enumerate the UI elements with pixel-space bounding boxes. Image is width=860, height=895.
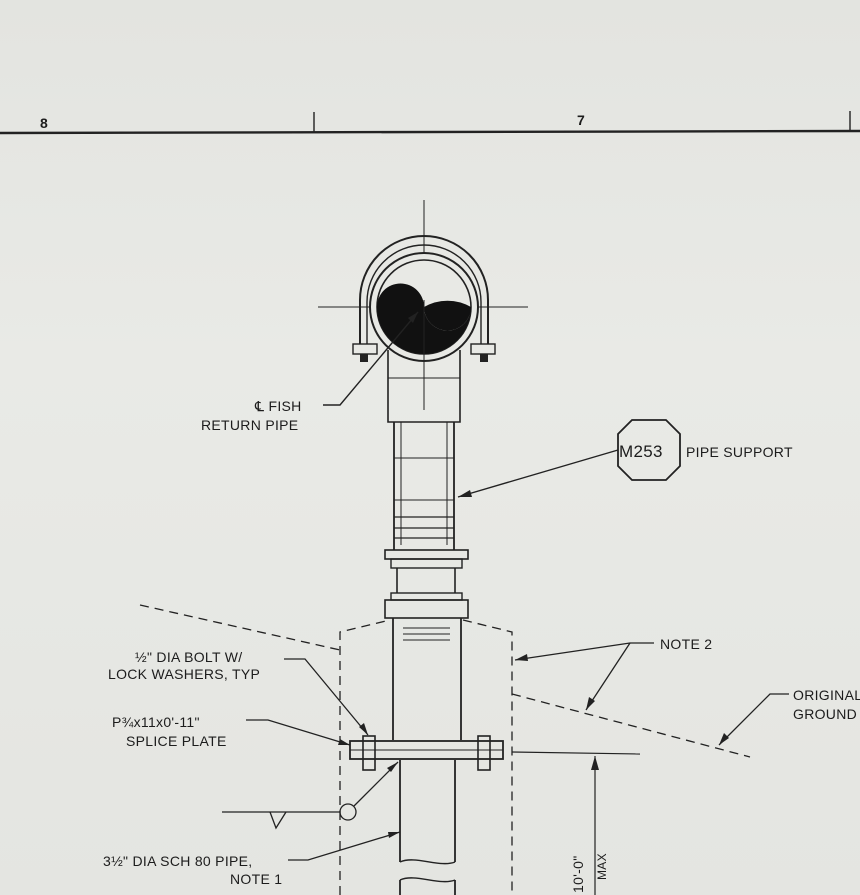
- column-flanges: [384, 549, 469, 619]
- note-2-callout: NOTE 2: [514, 636, 712, 711]
- zone-label-8: 8: [40, 115, 48, 131]
- border-line: [0, 129, 860, 135]
- pipe-support-label: PIPE SUPPORT: [686, 444, 793, 460]
- dimension-footing-depth: 10'-0" MAX: [511, 751, 641, 895]
- border-zone-strip: 8 7: [0, 111, 860, 135]
- fish-return-pipe-section: [369, 252, 479, 362]
- splice-label-line1: P¾x11x0'-11": [112, 714, 200, 730]
- bolt-label-line1: ½" DIA BOLT W/: [135, 649, 242, 665]
- splice-bolt: [477, 735, 491, 771]
- splice-bolt: [362, 735, 376, 771]
- pipe-callout: 3½" DIA SCH 80 PIPE, NOTE 1: [103, 831, 401, 887]
- pipe-section-hatch: [424, 300, 471, 331]
- weld-all-around-icon: [339, 803, 357, 821]
- centerline-label: ℄ FISH: [254, 398, 302, 414]
- u-bolt-strap: [352, 235, 496, 362]
- bolt-label-line2: LOCK WASHERS, TYP: [108, 666, 260, 682]
- u-bolt-nut: [470, 343, 496, 355]
- detail-tag: M253: [619, 442, 663, 461]
- ground-lines: [139, 604, 751, 758]
- detail-tag-octagon: [617, 419, 681, 481]
- pipe-support-callout: M253 PIPE SUPPORT: [457, 419, 793, 498]
- original-label: ORIGINAL: [793, 687, 860, 703]
- u-bolt-end: [360, 354, 368, 362]
- return-pipe-label: RETURN PIPE: [201, 417, 298, 433]
- zone-label-7: 7: [577, 112, 585, 128]
- dimension-qualifier: MAX: [595, 853, 609, 880]
- note-2-label: NOTE 2: [660, 636, 712, 652]
- splice-label-line2: SPLICE PLATE: [126, 733, 227, 749]
- bolt-callout: ½" DIA BOLT W/ LOCK WASHERS, TYP: [108, 649, 369, 736]
- pipe-saddle: [387, 350, 461, 423]
- splice-plate: [349, 735, 504, 771]
- u-bolt-end: [480, 354, 488, 362]
- u-bolt-nut: [352, 343, 378, 355]
- pipe-label-line1: 3½" DIA SCH 80 PIPE,: [103, 853, 252, 869]
- pipe-label-line2: NOTE 1: [230, 871, 282, 887]
- dimension-value: 10'-0": [570, 856, 586, 893]
- leader-centerline: ℄ FISH RETURN PIPE: [201, 311, 419, 433]
- weld-symbol: [222, 761, 399, 830]
- splice-plate-callout: P¾x11x0'-11" SPLICE PLATE: [112, 714, 351, 749]
- original-ground-callout: ORIGINAL GROUND: [718, 687, 860, 746]
- pipe-support-column: [393, 422, 455, 550]
- embedded-pipe: [399, 760, 456, 895]
- concrete-footing-outline: [339, 619, 513, 895]
- support-post: [392, 618, 462, 740]
- ground-label: GROUND: [793, 706, 857, 722]
